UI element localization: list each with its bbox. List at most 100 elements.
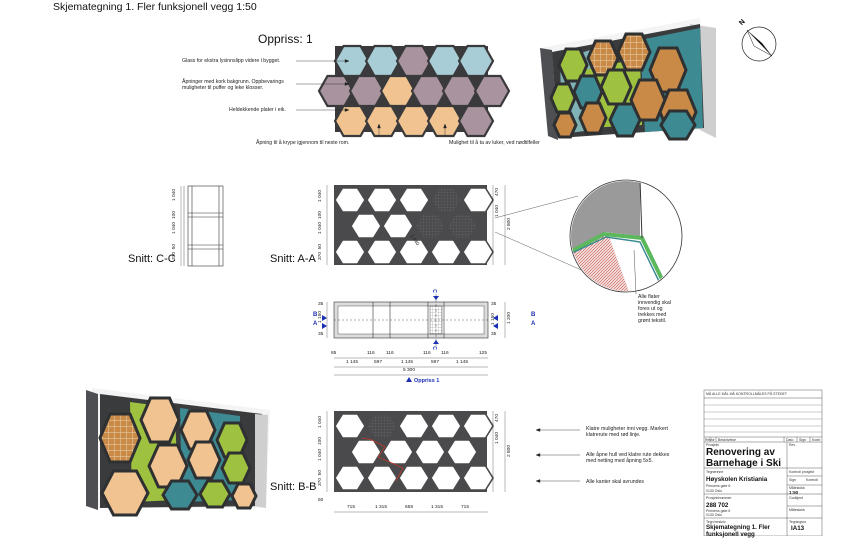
dim-plan-r3: 35 (491, 332, 497, 337)
section-aa-hex (430, 187, 462, 213)
dim-plan-total: 5 300 (403, 368, 416, 373)
section-cc-drawing (183, 185, 224, 267)
section-aa-hex (462, 187, 494, 213)
section-bb-hex (366, 413, 398, 439)
dim-plan-top-4: 116 (423, 351, 431, 356)
annotation-net-2: med netting med åpning 5x5. (586, 458, 653, 464)
tb-address-1: Prinsens gate 6 (706, 484, 731, 488)
tb-col-kontr: Kontr (812, 438, 821, 442)
dim-bb-b2: 1 315 (375, 505, 388, 510)
tb-right-3: Kontroll (806, 478, 818, 482)
section-aa-hex (382, 213, 414, 239)
section-bb-hex (462, 465, 494, 491)
annotation-climb-2: klatrerute med rød linje. (586, 432, 641, 438)
perspective-bottom-hex (161, 479, 199, 511)
bb-leaders (535, 428, 580, 483)
tb-col-nr: Nr (711, 438, 715, 442)
section-bb-hex (446, 439, 478, 465)
section-aa-hex (398, 239, 430, 265)
perspective-view-bottom (86, 388, 270, 517)
section-bb-hex (398, 465, 430, 491)
dim-plan-mid-2: 597 (374, 360, 383, 365)
tb-col-sign: Sign (799, 438, 807, 442)
dim-plan-l2: 1 150 (318, 311, 323, 324)
section-aa-hex (462, 239, 494, 265)
tb-check-note: MÅ ALLE MÅL MÅ KONTROLLMÅLES PÅ STEDET (706, 392, 787, 396)
dim-aa-l3: 1 040 (318, 222, 323, 235)
perspective-hex (599, 68, 633, 106)
tb-rev-label: Rev (789, 443, 796, 447)
section-cc-label: Snitt: C-C (128, 253, 176, 265)
perspective-hex (608, 102, 642, 138)
plan-section-markers (322, 296, 498, 382)
tb-sheet-no: IA13 (791, 525, 805, 532)
section-bb-hex (414, 439, 446, 465)
dim-bb-b1: 715 (347, 505, 356, 510)
dim-plan-top-1: 85 (331, 351, 337, 356)
section-aa-hex (430, 239, 462, 265)
tb-sheet-title-1: Skjemategning 1. Fler (706, 524, 770, 531)
section-aa-hex (366, 187, 398, 213)
dim-cc-5: 370 (172, 252, 177, 261)
plan-mark-a-left: A (313, 321, 318, 327)
perspective-bottom-hex (215, 421, 249, 459)
elevation-hex-cell (348, 74, 386, 108)
detail-note-4: trekkes med (638, 312, 667, 318)
dim-aa-l5: 370 (318, 252, 323, 261)
dim-plan-mid-4: 597 (431, 360, 440, 365)
dim-bb-r2: 1 040 (495, 432, 500, 445)
dim-plan-top-6: 125 (479, 351, 488, 356)
section-bb-hex (462, 413, 494, 439)
plan-mark-c-top: C (430, 289, 437, 293)
section-aa-hex (398, 187, 430, 213)
detail-note-5: grønt tekstil. (638, 318, 667, 324)
north-arrow (741, 26, 777, 62)
title-block (703, 389, 823, 536)
tb-designer-label: Tegnerinne (706, 470, 724, 474)
annotation-crawl: Åpning til å krype igjennom til neste ro… (256, 140, 350, 146)
section-bb-hex (334, 465, 366, 491)
annotation-round: Alle kanter skal avrundes (586, 479, 644, 485)
perspective-bottom-hex (230, 482, 258, 510)
dim-bb-r1: 470 (495, 414, 500, 423)
plan-mark-a-right: A (531, 321, 536, 327)
tb-project-label: Prosjekt (706, 443, 719, 447)
tb-school: Høyskolen Kristiania (706, 476, 768, 483)
elevation-hex-cell (317, 74, 355, 108)
dim-plan-right: 1 200 (507, 312, 512, 325)
perspective-bottom-hex (186, 440, 222, 480)
section-aa-hex (366, 239, 398, 265)
dim-aa-l4: 50 (318, 244, 323, 250)
elevation-hex-cell (333, 104, 371, 138)
annotation-openings-2: muligheter til puffer og leke klosser. (182, 85, 264, 91)
annotation-openings-1: Åpninger med kork bakgrunn. Oppbevarings (182, 79, 284, 85)
elevation-hex-cell (395, 44, 433, 78)
perspective-bottom-hex (179, 409, 217, 451)
dim-aa-r1: 470 (495, 188, 500, 197)
tb-col-rev: Rev (705, 438, 712, 442)
tb-sheet-title-label: Tegn beskriv (706, 520, 726, 524)
dim-bb-l3: 1 040 (318, 449, 323, 462)
tb-scale: 1:50 (789, 490, 799, 495)
perspective-bottom-hex (198, 479, 232, 509)
section-bb-hex (334, 413, 366, 439)
dim-plan-top-3: 116 (386, 351, 394, 356)
elevation-hex-cell (364, 104, 402, 138)
section-bb-hex (430, 413, 462, 439)
section-aa-hex (350, 213, 382, 239)
elevation-hex-cell (457, 44, 495, 78)
perspective-bottom-hex (220, 451, 252, 485)
plan-mark-oppriss: Oppriss 1 (414, 378, 440, 384)
section-aa-hex (414, 213, 446, 239)
elevation-leaders (296, 59, 447, 137)
dim-plan-l3: 35 (318, 332, 324, 337)
section-aa-label: Snitt: A-A (270, 253, 316, 265)
dim-cc-2: 100 (172, 211, 177, 220)
elevation-hex-cell (410, 74, 448, 108)
dim-bb-b4: 1 315 (431, 505, 444, 510)
tb-address-4: 0130 Oslo (706, 513, 722, 517)
tb-right-2: Sign (789, 478, 797, 482)
perspective-bottom-hex (147, 443, 189, 489)
tb-right-1: Kontroll prosjekt (789, 470, 815, 474)
elevation-hex-cell (457, 104, 495, 138)
